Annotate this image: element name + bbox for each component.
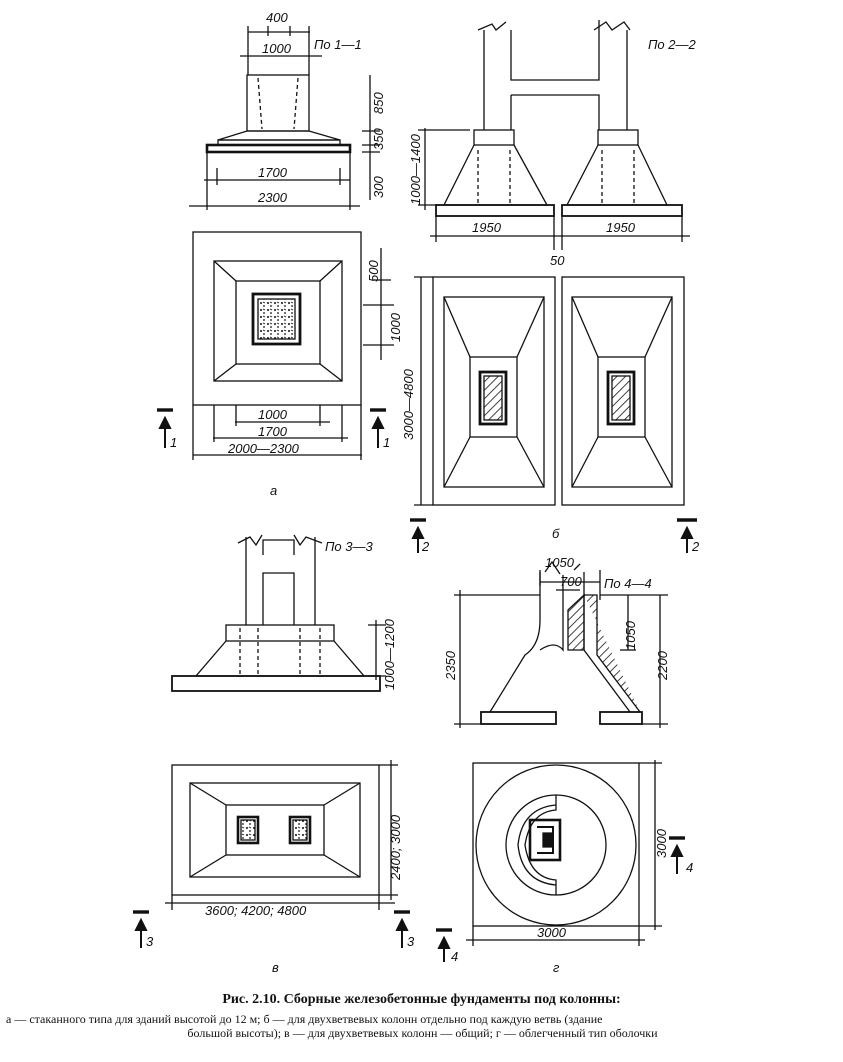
dim-a-1000-right: 1000 (388, 312, 403, 342)
dim-g-1050-top: 1050 (545, 555, 575, 570)
dim-a-1000-top: 1000 (262, 41, 292, 56)
dim-b-1950-right: 1950 (606, 220, 636, 235)
dim-b-1950-left: 1950 (472, 220, 502, 235)
panel-b-plan (414, 276, 685, 506)
dim-v-plan-height: 2400; 3000 (388, 814, 403, 881)
panel-b-section-title: По 2—2 (648, 37, 696, 52)
figure-title: Рис. 2.10. Сборные железобетонные фундам… (222, 992, 621, 1007)
section-mark-1-left: 1 (170, 435, 177, 450)
panel-a-section-title: По 1—1 (314, 37, 362, 52)
section-mark-4-left: 4 (451, 949, 458, 964)
panel-a-plan (192, 231, 394, 460)
dim-a-plan-2000-2300: 2000—2300 (227, 441, 300, 456)
dim-a-plan-1700: 1700 (258, 424, 288, 439)
section-mark-2-right: 2 (691, 539, 700, 554)
panel-v-label: в (272, 960, 279, 975)
panel-v-plan (165, 760, 398, 910)
foundations-drawing: По 1—1 400 1000 850 350 300 1700 2300 50… (133, 10, 700, 975)
panel-b-label: б (552, 526, 560, 541)
dim-g-3000-right: 3000 (654, 828, 669, 858)
dim-g-2350: 2350 (443, 650, 458, 681)
dim-g-700: 700 (560, 574, 582, 589)
dim-a-850: 850 (371, 92, 386, 114)
section-mark-3-right: 3 (407, 934, 415, 949)
section-mark-1-right: 1 (383, 435, 390, 450)
dim-v-1000-1200: 1000—1200 (382, 618, 397, 690)
panel-g-section-title: По 4—4 (604, 576, 652, 591)
figure-description-line2: большой высоты); в — для двухветвевых ко… (187, 1026, 658, 1040)
dim-v-plan-width: 3600; 4200; 4800 (205, 903, 307, 918)
panel-g-plan (466, 760, 662, 946)
figure-description-line1: а — стаканного типа для зданий высотой д… (6, 1012, 603, 1026)
dim-b-3000-4800: 3000—4800 (401, 368, 416, 440)
section-mark-3-left: 3 (146, 934, 154, 949)
dim-a-400: 400 (266, 10, 288, 25)
dim-b-50: 50 (550, 253, 565, 268)
dim-a-plan-1000: 1000 (258, 407, 288, 422)
panel-v-elevation (171, 534, 386, 692)
dim-b-1000-1400: 1000—1400 (408, 133, 423, 205)
section-mark-4-right: 4 (686, 860, 693, 875)
dim-a-500: 500 (366, 260, 381, 282)
panel-g-elevation (454, 560, 668, 728)
dim-g-2200: 2200 (655, 650, 670, 681)
dim-a-2300: 2300 (257, 190, 288, 205)
panel-g-label: г (553, 960, 560, 975)
dim-g-1050-right: 1050 (623, 620, 638, 650)
figure-description: а — стаканного типа для зданий высотой д… (0, 1012, 843, 1040)
figure-caption: Рис. 2.10. Сборные железобетонные фундам… (0, 990, 843, 1040)
panel-v-section-title: По 3—3 (325, 539, 373, 554)
dim-g-3000-bottom: 3000 (537, 925, 567, 940)
section-mark-2-left: 2 (421, 539, 430, 554)
panel-a-elevation (189, 26, 380, 210)
dim-a-300: 300 (371, 176, 386, 198)
dim-a-1700-bottom: 1700 (258, 165, 288, 180)
panel-a-label: а (270, 483, 277, 498)
panel-b-elevation (418, 20, 690, 250)
section-marks (133, 408, 697, 962)
dim-a-350: 350 (371, 128, 386, 150)
